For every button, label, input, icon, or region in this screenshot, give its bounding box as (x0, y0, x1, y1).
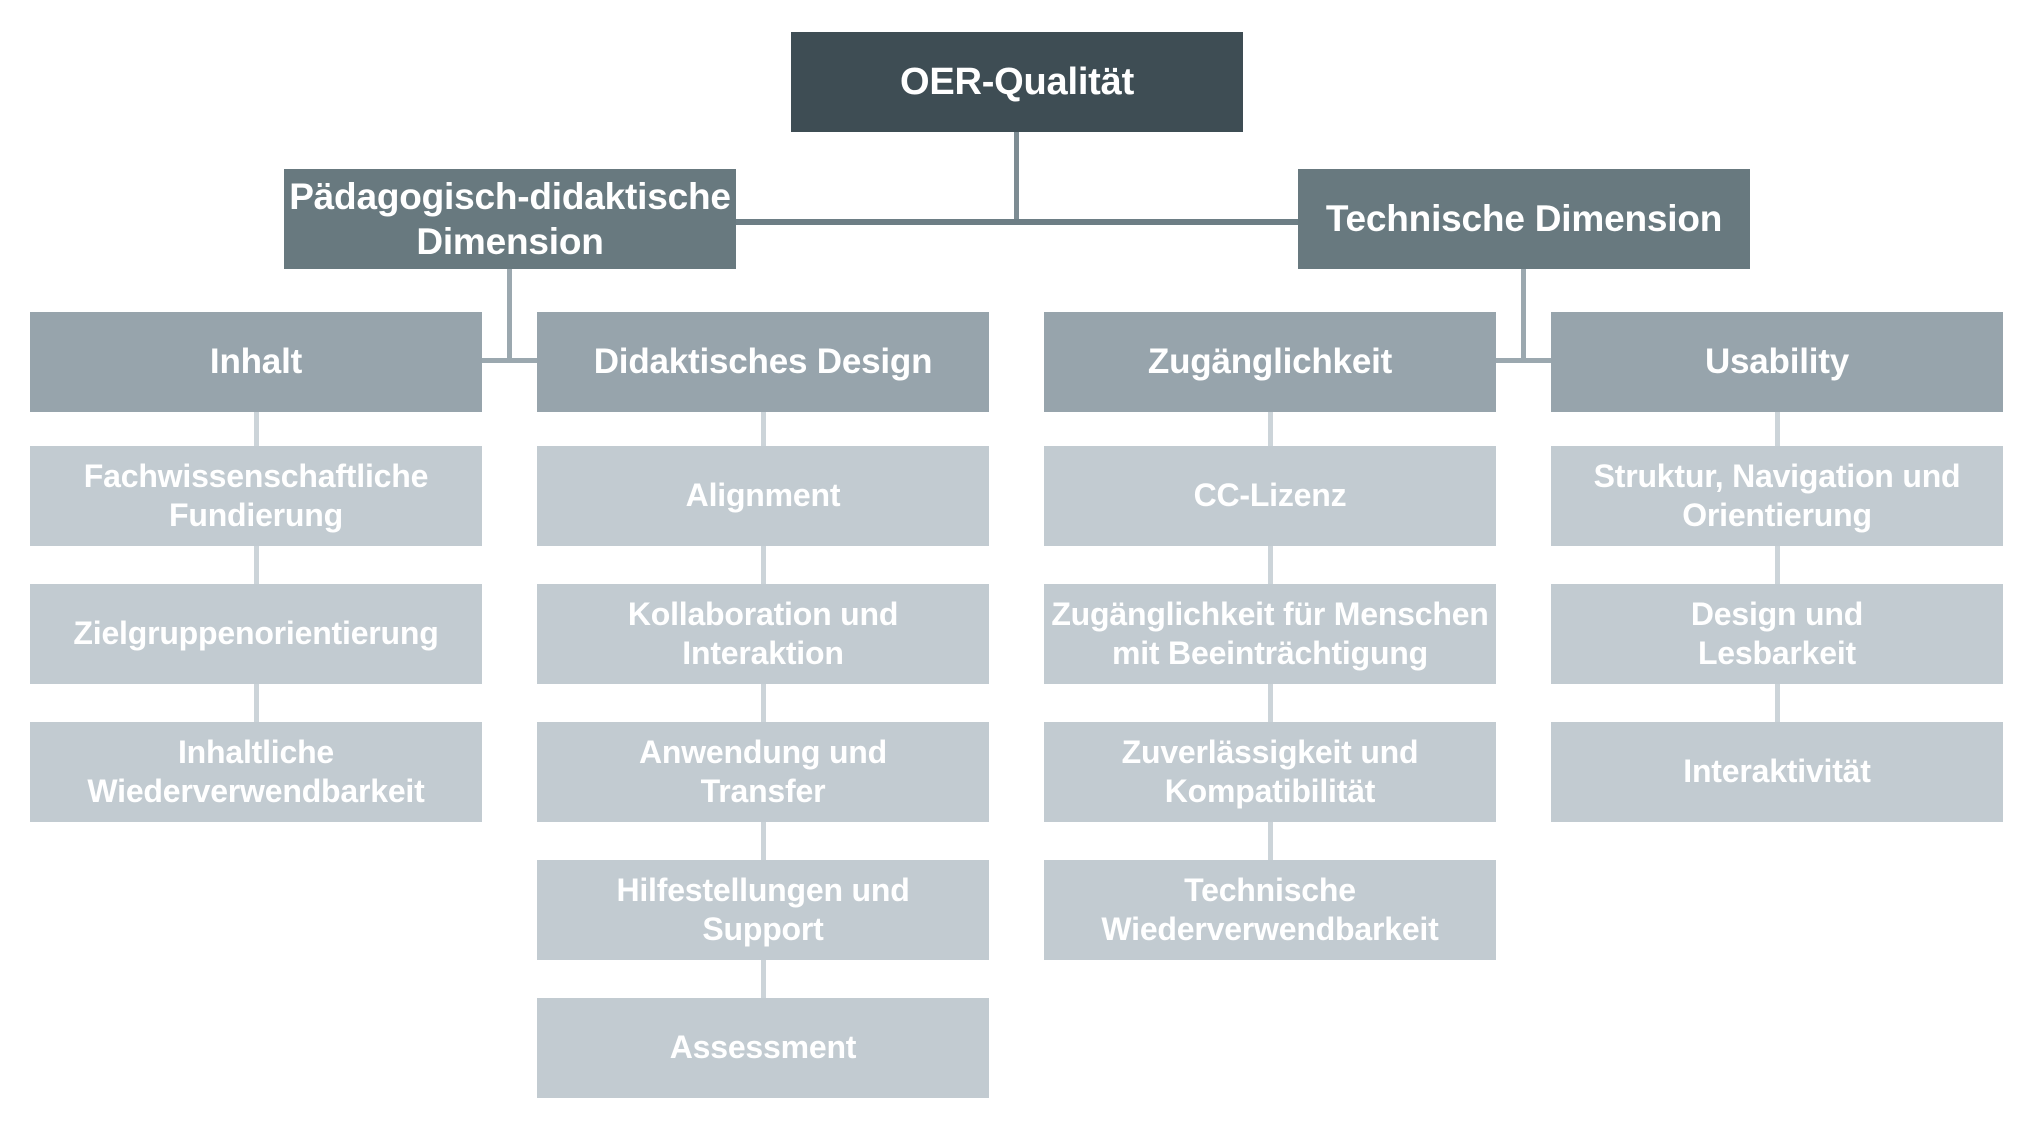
node-zuverlaessigkeit-und-kompatibilitaet: Zuverlässigkeit und Kompatibilität (1044, 722, 1496, 822)
node-technische-wiederverwendbarkeit: Technische Wiederverwendbarkeit (1044, 860, 1496, 960)
node-hilfestellungen-und-support: Hilfestellungen und Support (537, 860, 989, 960)
node-kollaboration-und-interaktion: Kollaboration und Interaktion (537, 584, 989, 684)
connector-link (254, 412, 259, 446)
connector-link (1268, 822, 1273, 860)
connector-paedagogisch-vertical (507, 269, 512, 360)
node-zielgruppenorientierung: Zielgruppenorientierung (30, 584, 482, 684)
node-technische-dimension: Technische Dimension (1298, 169, 1750, 269)
connector-link (254, 684, 259, 722)
connector-link (761, 822, 766, 860)
connector-link (761, 546, 766, 584)
node-paedagogisch-didaktische-dimension: Pädagogisch-didaktische Dimension (284, 169, 736, 269)
connector-technisch-vertical (1521, 269, 1526, 360)
connector-link (1775, 546, 1780, 584)
connector-link (761, 412, 766, 446)
connector-link (1268, 684, 1273, 722)
node-oer-qualitaet: OER-Qualität (791, 32, 1243, 132)
connector-paedagogisch-horizontal (482, 358, 537, 363)
node-anwendung-und-transfer: Anwendung und Transfer (537, 722, 989, 822)
connector-link (1775, 412, 1780, 446)
node-inhalt: Inhalt (30, 312, 482, 412)
node-zugaenglichkeit-fuer-menschen: Zugänglichkeit für Menschen mit Beeinträ… (1044, 584, 1496, 684)
connector-dimensions-horizontal (736, 219, 1298, 225)
connector-link (761, 684, 766, 722)
connector-root-vertical (1014, 132, 1019, 222)
connector-link (254, 546, 259, 584)
node-cc-lizenz: CC-Lizenz (1044, 446, 1496, 546)
node-assessment: Assessment (537, 998, 989, 1098)
connector-technisch-horizontal (1496, 358, 1551, 363)
connector-link (1268, 546, 1273, 584)
node-zugaenglichkeit: Zugänglichkeit (1044, 312, 1496, 412)
node-usability: Usability (1551, 312, 2003, 412)
node-struktur-navigation-orientierung: Struktur, Navigation und Orientierung (1551, 446, 2003, 546)
connector-link (1775, 684, 1780, 722)
node-didaktisches-design: Didaktisches Design (537, 312, 989, 412)
node-fachwissenschaftliche-fundierung: Fachwissenschaftliche Fundierung (30, 446, 482, 546)
node-inhaltliche-wiederverwendbarkeit: Inhaltliche Wiederverwendbarkeit (30, 722, 482, 822)
connector-link (761, 960, 766, 998)
connector-link (1268, 412, 1273, 446)
node-interaktivitaet: Interaktivität (1551, 722, 2003, 822)
node-alignment: Alignment (537, 446, 989, 546)
node-design-und-lesbarkeit: Design und Lesbarkeit (1551, 584, 2003, 684)
